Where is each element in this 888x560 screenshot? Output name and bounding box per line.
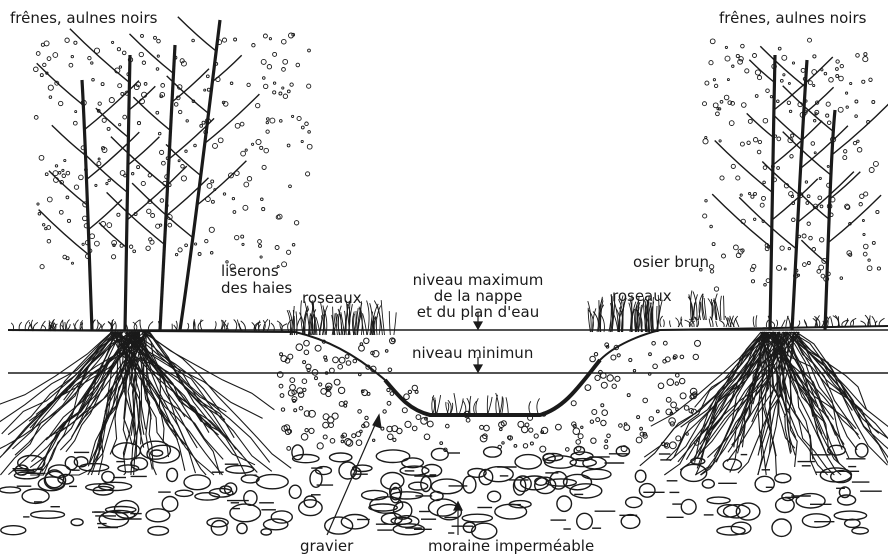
liserons-label-line1: liserons <box>221 263 279 280</box>
gravel-label: gravier <box>300 538 353 555</box>
moraine-label: moraine imperméable <box>428 538 594 555</box>
trees-label-left: frênes, aulnes noirs <box>10 10 157 27</box>
trees-label-right: frênes, aulnes noirs <box>719 10 866 27</box>
roseaux-label-left: roseaux <box>302 290 362 307</box>
roseaux-label-right: roseaux <box>612 288 672 305</box>
osier-label: osier brun <box>633 254 709 271</box>
max-level-label-line3: et du plan d'eau <box>408 304 548 321</box>
min-level-label: niveau minimun <box>412 345 533 362</box>
liserons-label-line2: des haies <box>221 280 292 297</box>
foliage <box>34 33 881 291</box>
